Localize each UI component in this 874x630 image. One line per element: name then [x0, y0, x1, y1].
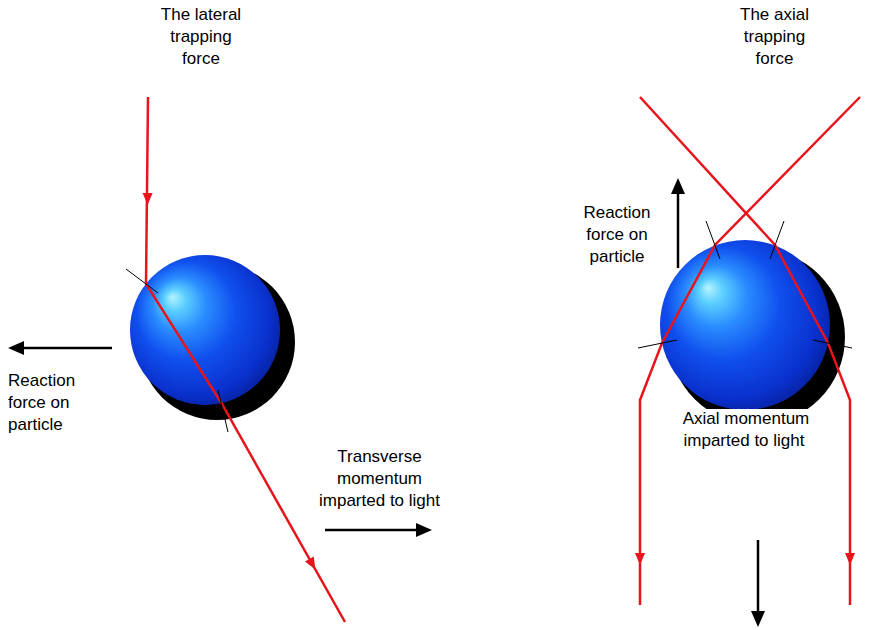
light-ray: [640, 97, 860, 605]
figure-title: The lateral trapping force: [161, 5, 241, 68]
surface-normal: [126, 269, 228, 432]
surface-normal: [638, 221, 852, 348]
sphere: [130, 255, 280, 405]
figure-title: The axial trapping force: [740, 5, 809, 68]
figure-title-box: The axial trapping force: [732, 4, 817, 70]
ray-arrowhead: [143, 193, 316, 570]
force-label-box: Reaction force on particle: [577, 202, 657, 268]
momentum-label-box: Transverse momentum imparted to light: [307, 446, 452, 512]
force-arrowhead: [8, 178, 765, 627]
figure-title-box: The lateral trapping force: [151, 4, 251, 70]
sphere: [660, 240, 830, 410]
momentum-label-box: Axial momentum imparted to light: [679, 408, 811, 452]
force-arrow: [22, 192, 758, 613]
force-label-box: Reaction force on particle: [8, 370, 88, 436]
force-label: Reaction force on particle: [583, 203, 650, 266]
momentum-label: Axial momentum imparted to light: [681, 409, 810, 450]
ray-arrowhead: [635, 553, 855, 565]
light-ray: [146, 97, 345, 622]
momentum-label: Transverse momentum imparted to light: [319, 447, 440, 510]
force-label: Reaction force on particle: [8, 371, 75, 434]
